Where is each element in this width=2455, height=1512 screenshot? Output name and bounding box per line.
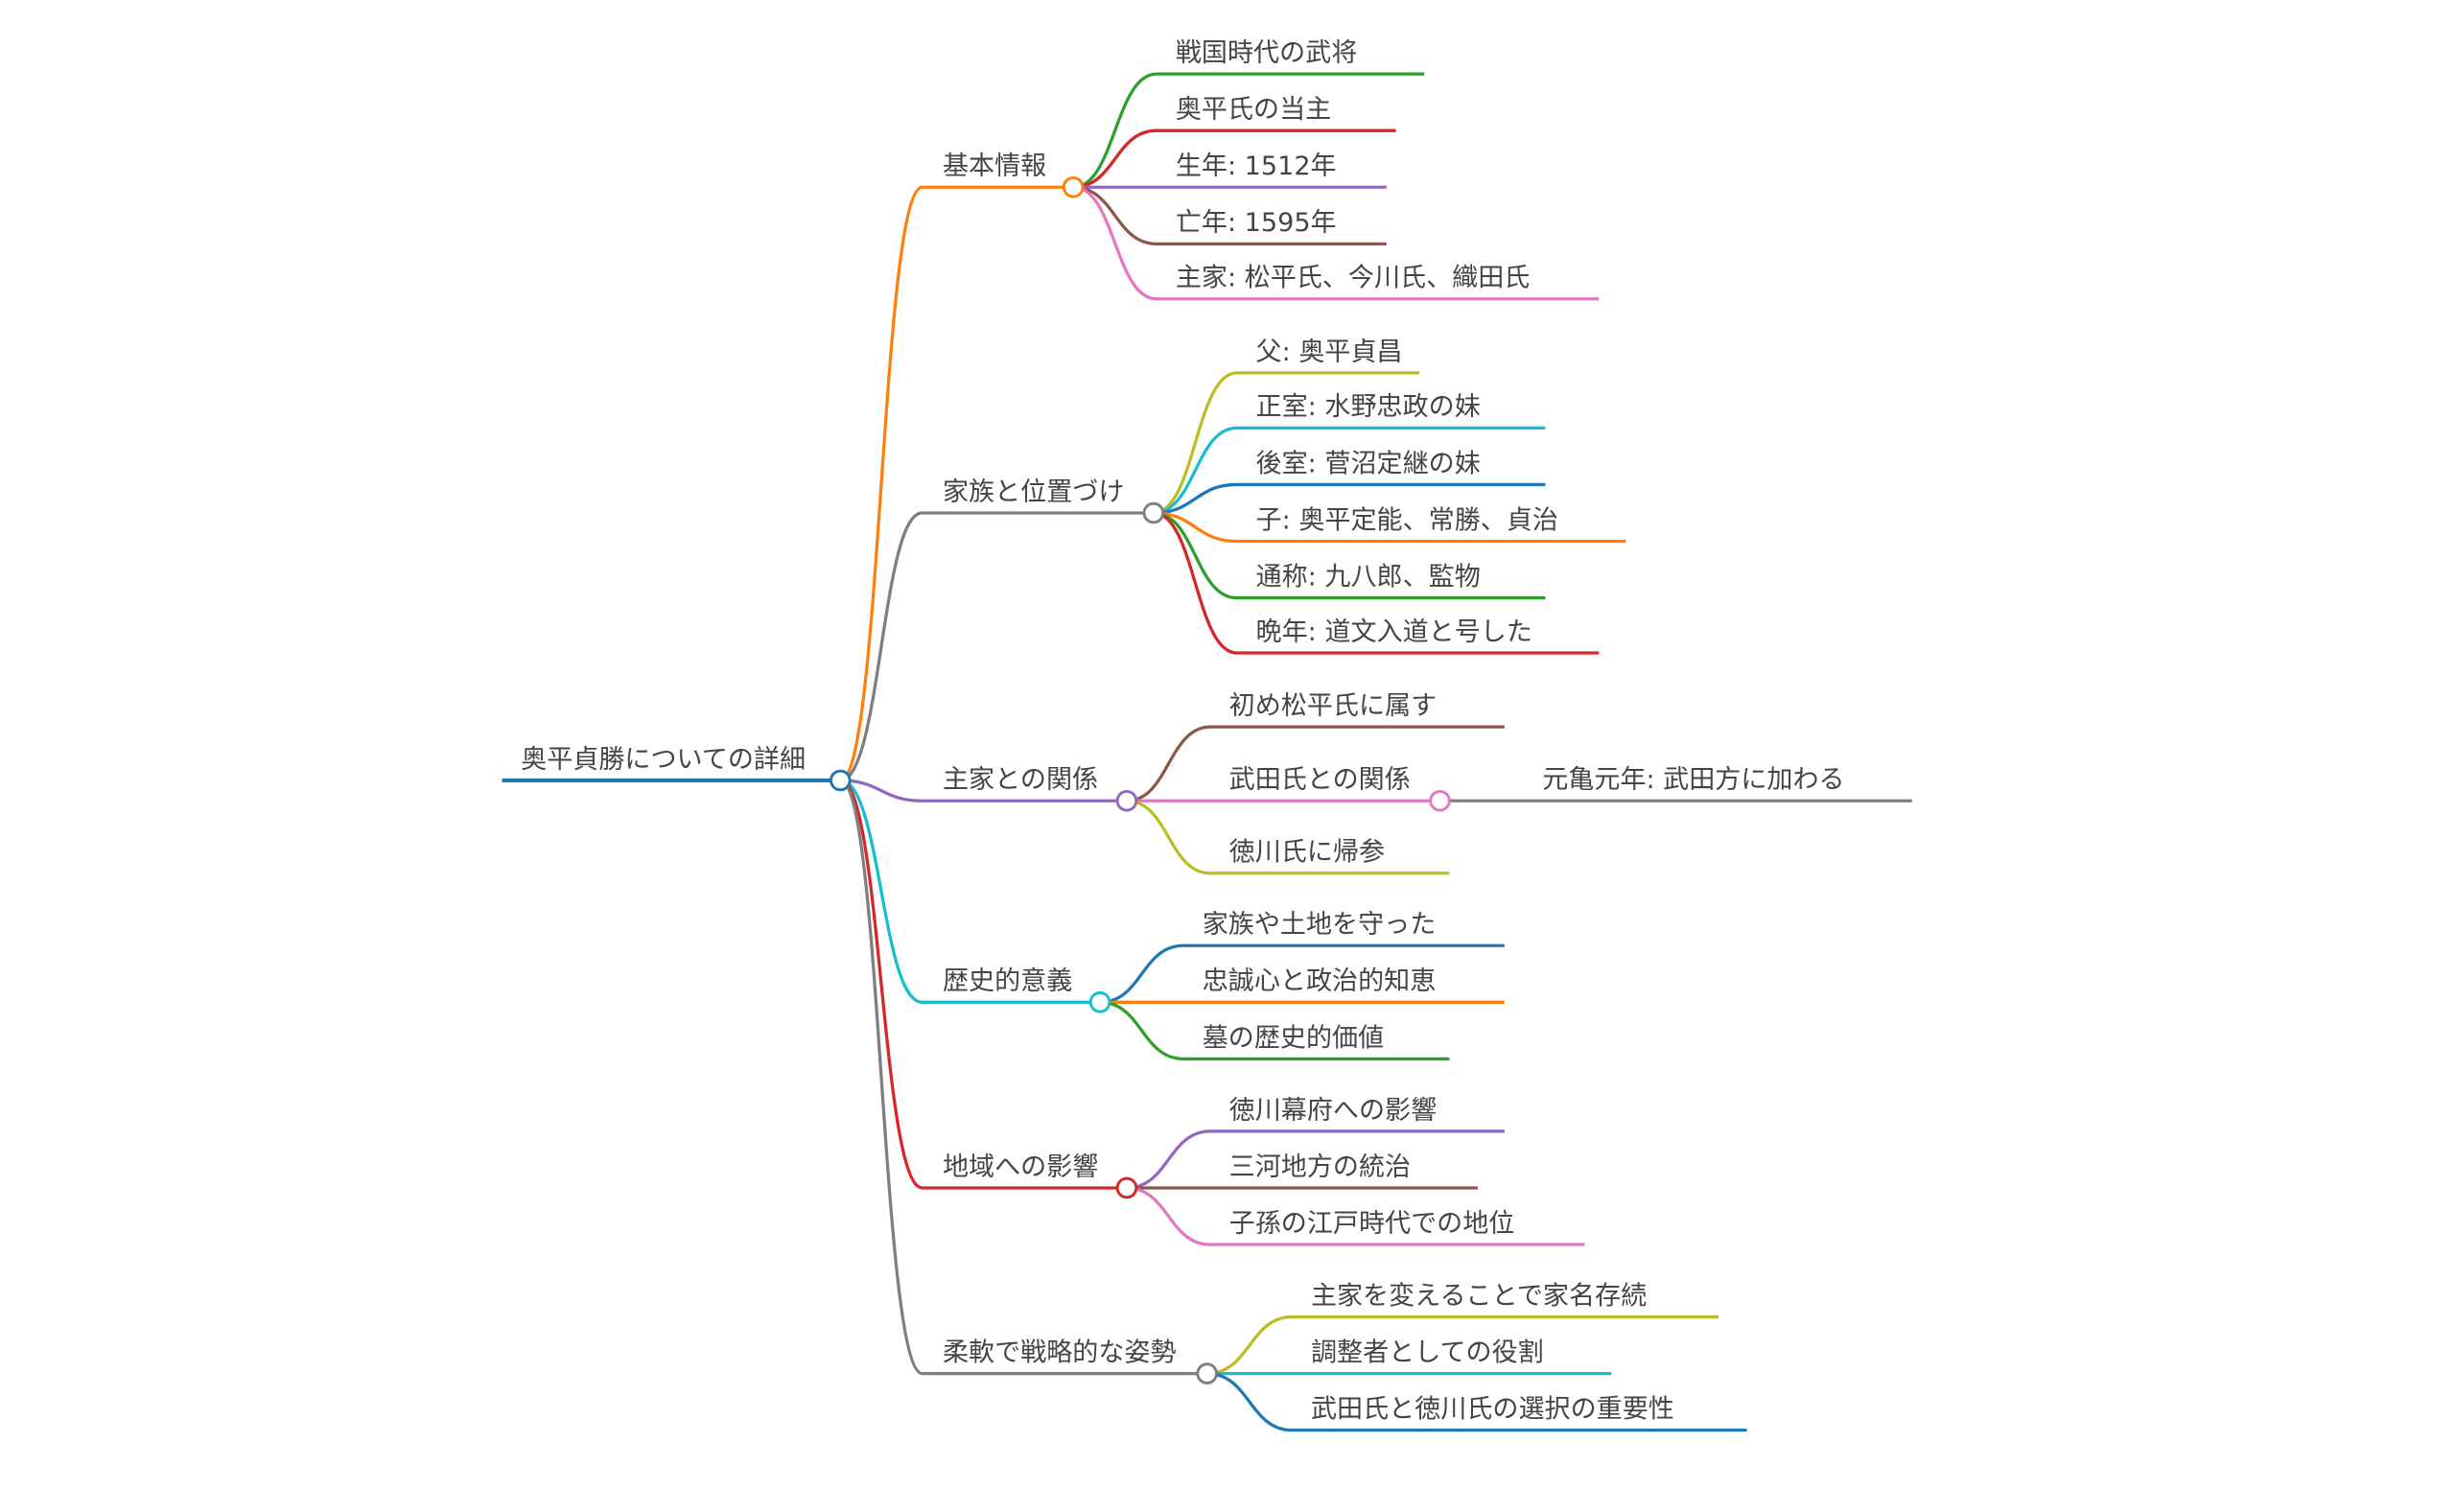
branch-node-label[interactable]: 歴史的意義: [943, 966, 1072, 996]
root-node-label[interactable]: 奥平貞勝についての詳細: [521, 745, 806, 775]
branch-edge: [839, 511, 1154, 782]
branch-node-label[interactable]: 地域への影響: [943, 1152, 1098, 1182]
branch-node-label[interactable]: 基本情報: [943, 151, 1046, 181]
leaf-edge: [1073, 185, 1600, 301]
leaf-edge: [1153, 426, 1546, 515]
leaf-edge: [1073, 185, 1387, 245]
leaf-edge: [1206, 1314, 1718, 1376]
leaf-node-label[interactable]: 戦国時代の武将: [1176, 38, 1357, 68]
branch-edge: [839, 779, 1127, 1190]
leaf-edge: [1153, 511, 1600, 655]
leaf-node-label[interactable]: 徳川氏に帰参: [1229, 838, 1385, 868]
leaf-node-label[interactable]: 通称: 九八郎、監物: [1256, 562, 1481, 592]
node-collapse-toggle[interactable]: [1115, 789, 1138, 812]
node-collapse-toggle[interactable]: [1088, 990, 1111, 1013]
branch-edge: [840, 779, 1127, 803]
leaf-edge: [1153, 371, 1420, 515]
leaf-edge: [1126, 1186, 1585, 1246]
leaf-node-label[interactable]: 三河地方の統治: [1229, 1152, 1411, 1182]
leaf-node-label[interactable]: 初め松平氏に属す: [1229, 691, 1438, 721]
leaf-edge: [1073, 72, 1425, 189]
leaf-edge: [1100, 1000, 1450, 1061]
leaf-node-label[interactable]: 武田氏との関係: [1229, 765, 1411, 795]
branch-edge: [839, 185, 1074, 782]
leaf-node-label[interactable]: 主家: 松平氏、今川氏、織田氏: [1176, 264, 1531, 293]
branch-edge: [839, 779, 1101, 1004]
leaf-node-label[interactable]: 父: 奥平貞昌: [1256, 337, 1403, 367]
branch-edge: [839, 779, 1207, 1376]
leaf-node-label[interactable]: 調整者としての役割: [1311, 1338, 1544, 1367]
leaf-node-label[interactable]: 正室: 水野忠政の妹: [1256, 392, 1481, 422]
root-collapse-toggle[interactable]: [829, 769, 852, 792]
leaf-node-label[interactable]: 子孫の江戸時代での地位: [1229, 1209, 1515, 1239]
branch-node-label[interactable]: 柔軟で戦略的な姿勢: [943, 1338, 1177, 1367]
branch-node-label[interactable]: 主家との関係: [943, 765, 1098, 795]
leaf-edge: [1126, 725, 1505, 803]
leaf-edge: [1153, 482, 1546, 515]
leaf-node-label[interactable]: 後室: 菅沼定継の妹: [1256, 449, 1481, 478]
leaf-node-label[interactable]: 子: 奥平定能、常勝、貞治: [1256, 505, 1558, 535]
leaf-edge: [1153, 511, 1626, 544]
leaf-node-label[interactable]: 奥平氏の当主: [1176, 95, 1331, 125]
leaf-node-label[interactable]: 墓の歴史的価値: [1203, 1023, 1384, 1053]
node-collapse-toggle[interactable]: [1196, 1362, 1218, 1384]
leaf-edge: [1126, 799, 1450, 875]
leaf-node-label[interactable]: 晩年: 道文入道と号した: [1256, 617, 1532, 647]
leaf-node-label[interactable]: 武田氏と徳川氏の選択の重要性: [1311, 1395, 1674, 1425]
edges-layer: [502, 72, 1912, 1432]
node-collapse-toggle[interactable]: [1429, 789, 1451, 812]
leaf-node-label[interactable]: 主家を変えることで家名存続: [1311, 1281, 1647, 1311]
node-collapse-toggle[interactable]: [1115, 1176, 1138, 1199]
leaf-node-label[interactable]: 亡年: 1595年: [1176, 208, 1337, 238]
leaf-edge: [1153, 511, 1546, 600]
leaf-edge: [1206, 1371, 1747, 1432]
leaf-edge: [1073, 128, 1396, 189]
leaf-edge: [1100, 943, 1505, 1004]
leaf-node-label[interactable]: 生年: 1512年: [1176, 151, 1337, 181]
branch-node-label[interactable]: 家族と位置づけ: [943, 477, 1124, 507]
leaf-node-label[interactable]: 家族や土地を守った: [1203, 910, 1437, 940]
node-collapse-toggle[interactable]: [1062, 175, 1085, 198]
subleaf-node-label[interactable]: 元亀元年: 武田方に加わる: [1542, 765, 1844, 795]
node-collapse-toggle[interactable]: [1142, 501, 1165, 524]
leaf-node-label[interactable]: 忠誠心と政治的知恵: [1203, 966, 1437, 996]
leaf-edge: [1126, 1129, 1505, 1190]
leaf-node-label[interactable]: 徳川幕府への影響: [1229, 1096, 1438, 1126]
